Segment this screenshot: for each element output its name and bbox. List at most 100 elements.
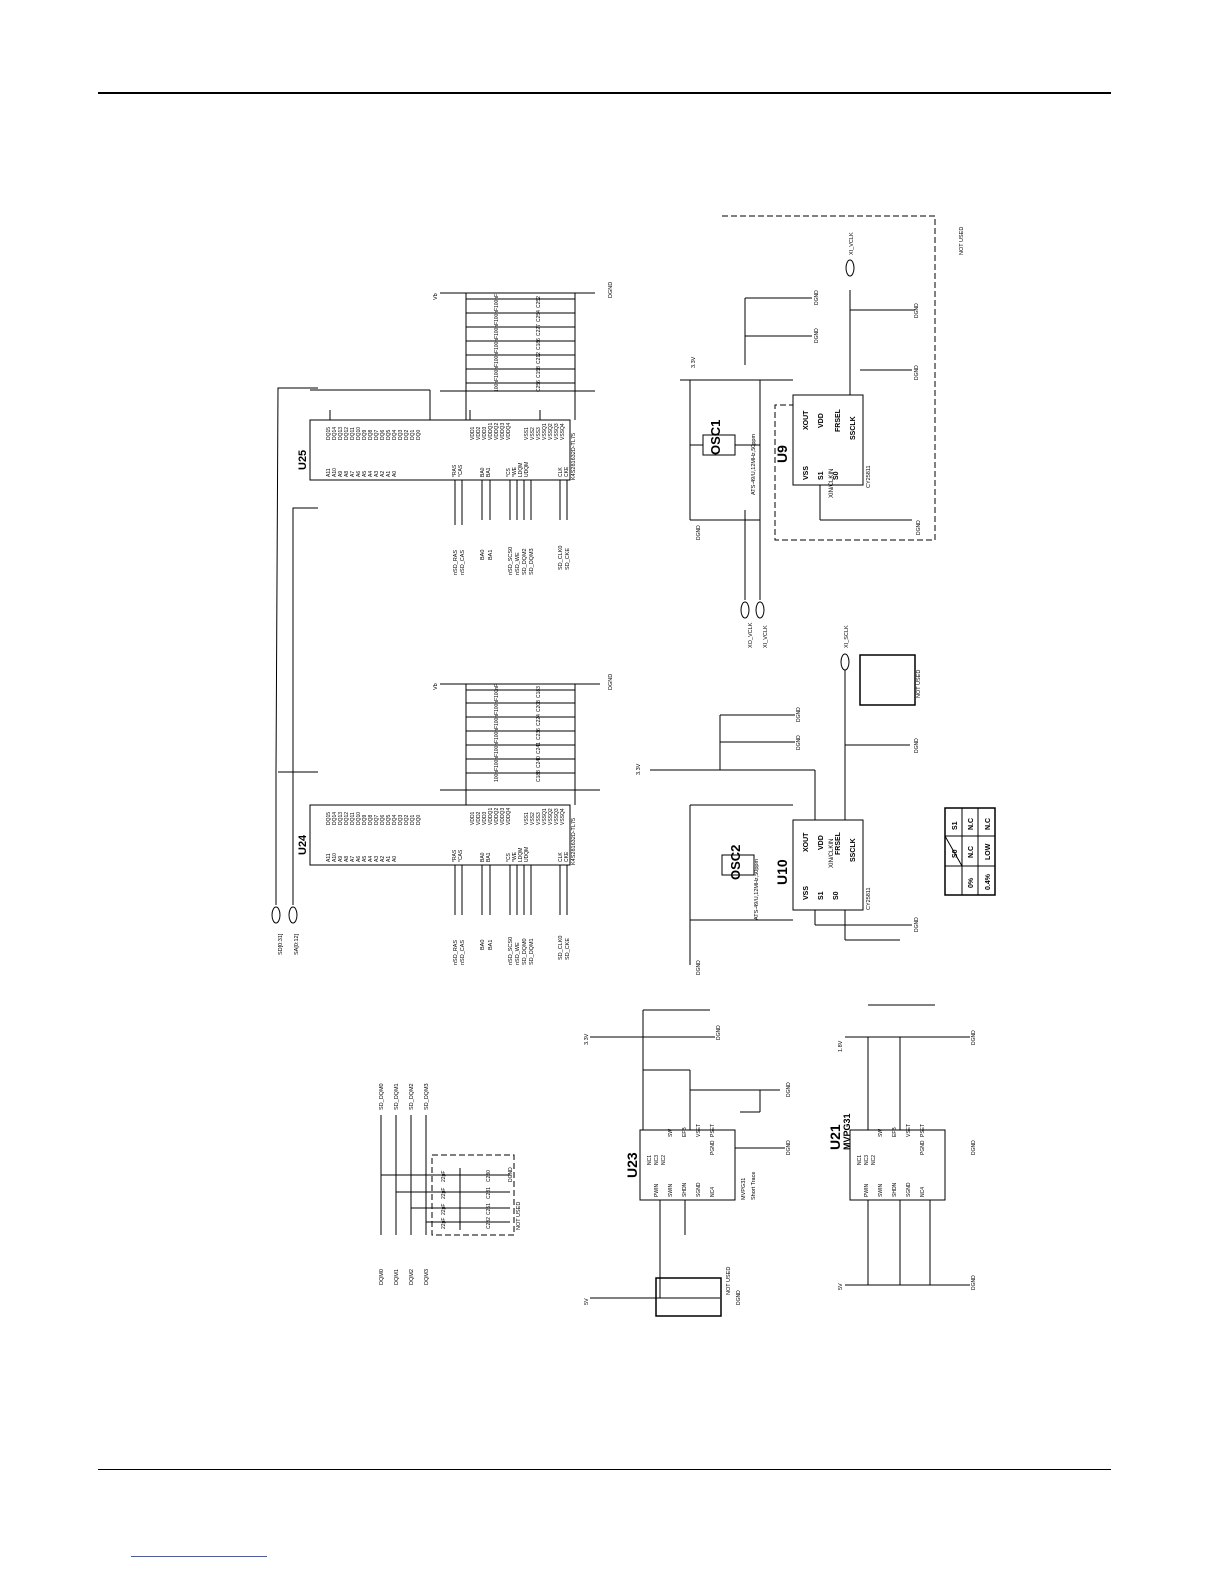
u25-pin-dq12: DQ12 [344, 427, 350, 440]
u10-dgnd-3: DGND [796, 707, 802, 722]
u25-pin-a5: A5 [362, 471, 368, 477]
u23-pin-nc1: NC1 [647, 1155, 653, 1165]
u10-pin-ssclk: SSCLK [850, 838, 857, 862]
u9-body [792, 394, 864, 486]
u25-net-cke: SD_CKE [565, 548, 571, 570]
u25-cap-val-1: 100nF [494, 294, 500, 308]
u23-pin-swin: SWIN [668, 1184, 674, 1197]
u25-pin-vdd3: VDD3 [482, 426, 488, 440]
net-sd-dqm0: SD_DQM0 [379, 1083, 385, 1110]
u24-pin-dq8: DQ8 [368, 815, 374, 826]
u24-pin-dq13: DQ13 [338, 812, 344, 825]
u10-dgnd-2: DGND [914, 917, 920, 932]
u21-pin-pwin: PWIN [864, 1184, 870, 1197]
dqm-cap-c231: C231 [486, 1187, 492, 1199]
u25-pin-vssq1: VSSQ1 [542, 423, 548, 440]
u21-power-chip [845, 1004, 970, 1286]
osc1-ref: OSC1 [708, 420, 723, 455]
u25-pin-dq9: DQ9 [362, 430, 368, 441]
u25-pin-vss2: VSS2 [530, 427, 536, 440]
u25-cap-c256: C256 [536, 380, 542, 392]
u25-net-clk0: SD_CLK0 [558, 546, 564, 570]
footer-link-underline[interactable] [131, 1556, 267, 1557]
u25-cap-c254: C254 [536, 310, 542, 322]
u25-pin-dq2: DQ2 [404, 430, 410, 441]
u24-pin-a10: A10 [332, 853, 338, 862]
u21-ref: U21 [827, 1124, 843, 1150]
u24-cap-val-5: 100nF [494, 740, 500, 754]
u24-pin-dq1: DQ1 [410, 815, 416, 826]
net-xi-vclk-u9: XI_VCLK [849, 232, 855, 255]
u24-net-cas: nSD_CAS [460, 940, 466, 965]
u21-part: MVPG31 [842, 1113, 852, 1150]
u24-part: K4S281632D-TL75 [571, 818, 577, 865]
u25-pin-a2: A2 [380, 471, 386, 477]
u9-pin-xin: XIN/CLKIN [829, 469, 835, 498]
u10-not-used: NOT USED [916, 670, 922, 698]
u21-body [849, 1129, 946, 1201]
u24-pin-cke: CKE [564, 851, 570, 862]
u25-pin-dq14: DQ14 [332, 427, 338, 440]
u24-cap-val-3: 100nF [494, 712, 500, 726]
u23-pin-vset: VSET [696, 1124, 702, 1137]
net-5v-u21: 5V [838, 1283, 844, 1290]
u24-net-we: nSD_WE [515, 942, 521, 965]
u25-pin-dq1: DQ1 [410, 430, 416, 441]
dqm-dgnd: DGND [508, 1167, 514, 1182]
net-dgnd-u25: DGND [608, 282, 614, 298]
u25-net-ras: nSD_RAS [453, 550, 459, 575]
u24-pin-dq2: DQ2 [404, 815, 410, 826]
u24-pin-vss2: VSS2 [530, 812, 536, 825]
u9-pin-vss: VSS [803, 466, 810, 480]
net-3v3-u10: 3.3V [636, 763, 642, 775]
u10-pin-vdd: VDD [818, 835, 825, 850]
u24-pin-a1: A1 [386, 856, 392, 862]
dqm-cap-c251: C251 [486, 1203, 492, 1215]
u10-clock-chip [650, 654, 916, 965]
net-sd-dqm2: SD_DQM2 [409, 1083, 415, 1110]
table-r1-s1: N.C [968, 818, 975, 830]
u10-part: CY25811 [866, 887, 872, 910]
u23-pin-shdn: SHDN [682, 1182, 688, 1197]
dqm-resistor-block [380, 1115, 515, 1236]
u25-pin-a1: A1 [386, 471, 392, 477]
u25-pin-dq7: DQ7 [374, 430, 380, 441]
header-rule [98, 92, 1111, 94]
u9-not-used-box [722, 215, 936, 541]
net-xo-vclk: XO_VCLK [748, 622, 754, 648]
u24-pin-vdd2: VDD2 [476, 811, 482, 825]
u25-pin-dq3: DQ3 [398, 430, 404, 441]
u23-dgnd-2: DGND [786, 1082, 792, 1097]
u25-net-cas: nSD_CAS [460, 550, 466, 575]
net-dqm3: DQM3 [424, 1269, 430, 1285]
u10-dgnd-1: DGND [696, 960, 702, 975]
table-header-s1: S1 [952, 821, 959, 830]
u24-cap-val-2: 100nF [494, 698, 500, 712]
u24-pin-vssq3: VSSQ3 [554, 808, 560, 825]
table-r1-pct: 0% [968, 877, 975, 888]
u21-pin-pgnd: PGND [920, 1140, 926, 1155]
u24-body [309, 804, 571, 866]
u25-body [309, 419, 571, 481]
u25-pin-vddq2: VDDQ2 [494, 423, 500, 440]
dqm-cap-c230: C230 [486, 1170, 492, 1182]
u23-note: Short Trace [751, 1172, 757, 1200]
u24-cap-c208: C208 [536, 700, 542, 712]
u23-body [639, 1129, 736, 1201]
u10-pin-s1: S1 [818, 891, 825, 900]
u23-dgnd-1: DGND [716, 1025, 722, 1040]
u25-cap-val-2: 100nF [494, 308, 500, 322]
u24-pin-cas: *CAS [458, 849, 464, 862]
u9-clock-chip [680, 215, 936, 600]
u24-pin-ba1: BA1 [486, 852, 492, 862]
u25-pin-vssq2: VSSQ2 [548, 423, 554, 440]
u24-net-ba0: BA0 [480, 940, 486, 950]
net-sa-bus: SA[0:12] [294, 933, 300, 955]
net-sd-bus: SD[0:31] [278, 933, 284, 955]
net-xi-sclk: XI_SCLK [844, 625, 850, 648]
u24-pin-a7: A7 [350, 856, 356, 862]
u25-pin-vdd2: VDD2 [476, 426, 482, 440]
dqm-cap-val-2: 22pF [441, 1188, 447, 1199]
u25-pin-vssq3: VSSQ3 [554, 423, 560, 440]
